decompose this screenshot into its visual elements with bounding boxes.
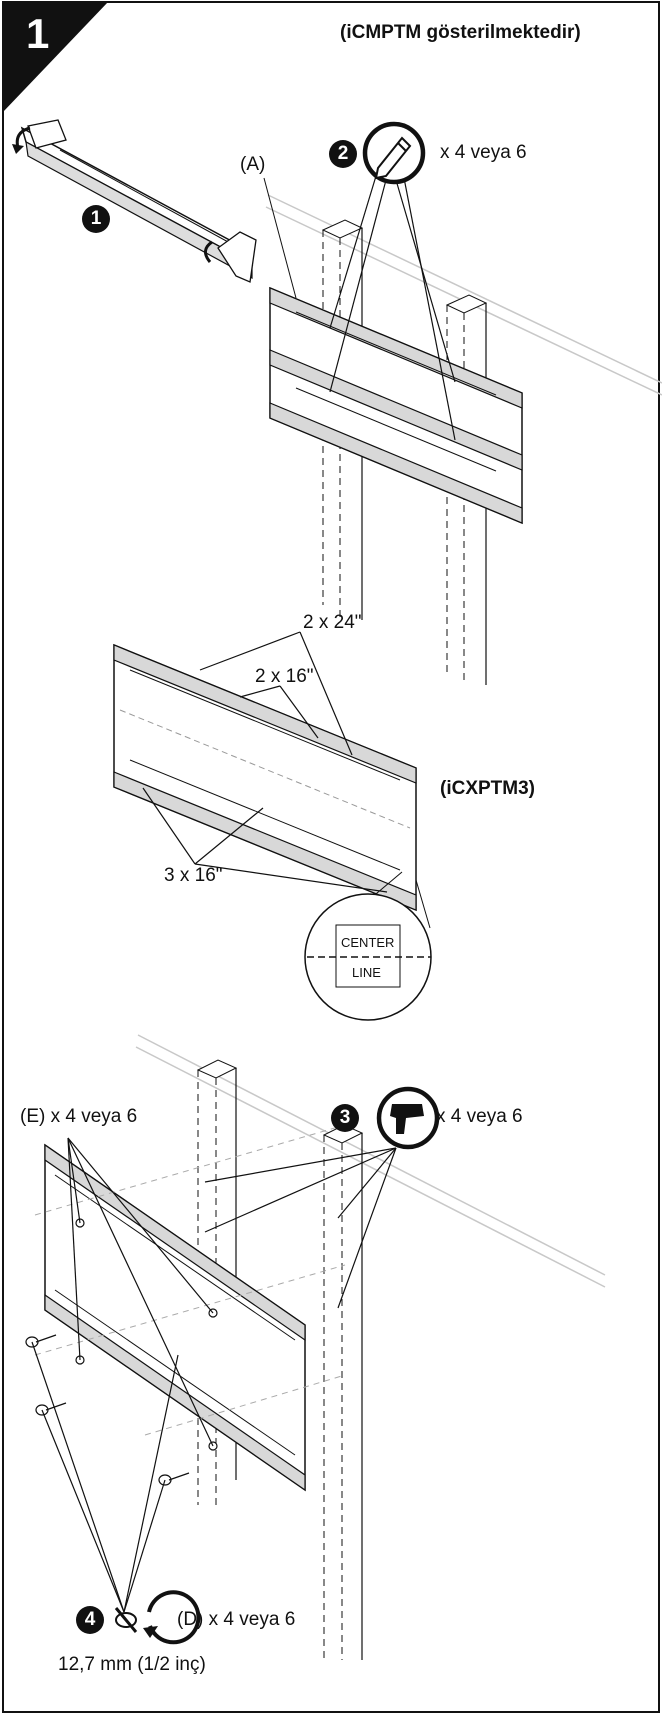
wrench-rotate-icon — [114, 1590, 201, 1645]
wall-plate-mounting — [34, 1124, 346, 1492]
callout-1: 1 — [82, 205, 110, 233]
centerline-bottom-text: LINE — [352, 965, 381, 980]
model-iCXPTM3: (iCXPTM3) — [440, 778, 535, 799]
step-number: 1 — [26, 10, 50, 57]
pencil-leaders — [329, 175, 456, 441]
part-a-leader — [263, 177, 297, 299]
centerline-magnifier — [304, 871, 432, 1021]
spacing-16-bottom-label: 3 x 16" — [164, 865, 223, 886]
step-tab — [3, 2, 108, 112]
wall-studs-panel3 — [135, 1034, 606, 1660]
socket-size-label: 12,7 mm (1/2 inç) — [58, 1654, 206, 1675]
pencil-qty: x 4 veya 6 — [440, 142, 527, 163]
wall-plate-a — [269, 286, 523, 525]
callout-4: 4 — [76, 1606, 104, 1634]
spacing-leaders — [142, 631, 388, 893]
spacing-24-label: 2 x 24" — [303, 612, 362, 633]
screws-e-label: (E) x 4 veya 6 — [20, 1106, 138, 1127]
callout-3: 3 — [331, 1104, 359, 1132]
part-a-label: (A) — [240, 154, 266, 175]
drill-leaders — [204, 1147, 397, 1309]
wall-plate-icxptm3 — [113, 643, 417, 912]
drill-icon — [376, 1086, 440, 1150]
shown-model-note: (iCMPTM gösterilmektedir) — [340, 22, 581, 43]
callout-2: 2 — [329, 140, 357, 168]
centerline-top-text: CENTER — [341, 935, 395, 950]
pencil-icon — [362, 121, 426, 185]
screw-leaders — [31, 1137, 214, 1613]
spacing-16-top-label: 2 x 16" — [255, 666, 314, 687]
drill-qty: x 4 veya 6 — [436, 1106, 523, 1127]
anchors-d-label: (D) x 4 veya 6 — [177, 1609, 296, 1630]
level-tool — [12, 119, 257, 283]
